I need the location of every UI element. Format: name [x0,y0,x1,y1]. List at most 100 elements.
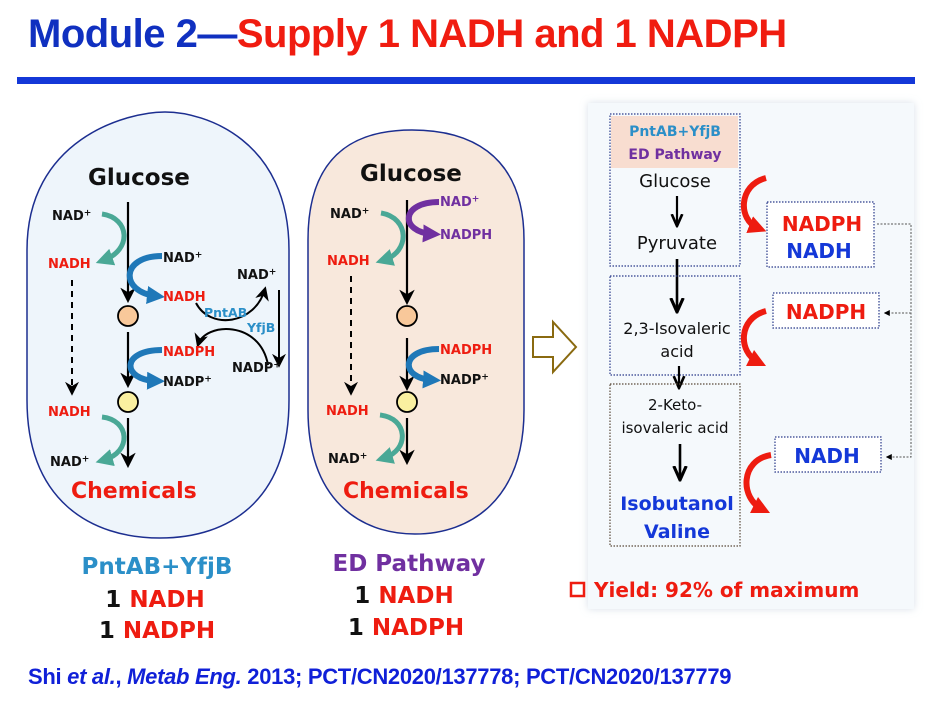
caption-line-nadph: 1 NADPH [99,618,215,644]
cofactor-nadph: NADPH [786,300,866,324]
connector-line [877,223,912,460]
caption-count: 1 [105,587,121,613]
label-nad: NAD+ [440,194,479,210]
intermediate-orange [117,305,139,327]
step-keto-acid: isovaleric acid [621,419,728,437]
header-highlight [611,116,738,168]
cofactor-box-3 [774,436,882,473]
cell-outline [307,129,525,535]
label-nad: NAD+ [330,206,369,222]
label-nad: NAD+ [328,451,367,467]
intermediate-yellow [117,391,139,413]
module-box-3 [609,383,741,547]
header-ed: ED Pathway [628,147,721,163]
title-module: Module 2 [28,12,198,56]
step-keto: 2-Keto- [648,396,702,414]
intermediate-orange [396,305,418,327]
red-cofactor-arrow [741,175,767,233]
pntab-arc [195,286,269,322]
yfjb-arc [194,328,269,366]
step-pyruvate: Pyruvate [637,233,717,254]
red-cofactor-arrow [743,452,772,514]
label-nadp: NADP+ [440,372,489,388]
module-box-2 [609,275,741,376]
label-nad: NAD+ [237,267,276,283]
blue-arrow [127,347,165,390]
label-nad: NAD+ [50,454,89,470]
step-isovaleric: 2,3-Isovaleric [623,319,730,338]
label-pntab: PntAB [204,305,247,320]
caption-cofactor: NADPH [372,615,464,641]
caption-count: 1 [348,615,364,641]
blue-arrow [405,346,441,389]
caption-line-nadph: 1 NADPH [348,615,464,641]
teal-arrow [375,412,405,464]
citation-author: Shi [28,664,68,689]
label-nadp: NADP+ [163,374,212,390]
label-nadh: NADH [48,405,91,420]
caption-ed-pathway: ED Pathway [333,551,486,577]
product-isobutanol: Isobutanol [620,493,734,515]
label-nadh: NADH [326,404,369,419]
cofactor-box-1 [766,201,875,268]
teal-arrow [95,414,127,466]
step-isovaleric-acid: acid [660,342,693,361]
label-yfjb: YfjB [246,320,275,335]
title-underline [17,77,915,84]
label-nadp: NADP+ [232,360,281,376]
yield-text: Yield: 92% of maximum [593,578,859,602]
caption-cofactor: NADPH [123,618,215,644]
citation-rest: 2013; PCT/CN2020/137778; PCT/CN2020/1377… [241,664,732,689]
citation: Shi et al., Metab Eng. 2013; PCT/CN2020/… [28,664,732,690]
citation-journal: Metab Eng. [127,664,242,689]
cell-pntab-yfjb: Glucose NAD+ NADH NAD+ NADH NAD+ PntAB Y… [26,111,290,539]
label-nadph: NADPH [440,228,492,243]
label-chemicals: Chemicals [343,479,469,504]
caption-count: 1 [99,618,115,644]
slide-title: Module 2—Supply 1 NADH and 1 NADPH [28,12,787,57]
label-nad: NAD+ [52,208,91,224]
caption-cofactor: NADH [378,583,453,609]
citation-sep: , [115,664,128,689]
cofactor-nadh: NADH [794,444,860,468]
caption-count: 1 [354,583,370,609]
caption-pntab-yfjb: PntAB+YfjB [82,554,233,580]
cofactor-box-2 [772,292,880,329]
label-nadph: NADPH [440,343,492,358]
label-nadph: NADPH [163,345,215,360]
title-subject: Supply 1 NADH and 1 NADPH [236,12,787,56]
label-glucose: Glucose [360,161,462,187]
caption-line-nadh: 1 NADH [105,587,204,613]
intermediate-yellow [396,391,418,413]
header-pntab: PntAB+YfjB [629,124,721,140]
step-glucose: Glucose [639,171,711,192]
cofactor-nadph: NADPH [782,212,862,236]
blue-arrow [126,253,165,304]
checkbox-icon [569,581,586,598]
cell-outline [26,111,290,539]
label-nad: NAD+ [163,250,202,266]
block-arrow-icon [532,319,578,375]
label-glucose: Glucose [88,165,190,191]
caption-line-nadh: 1 NADH [354,583,453,609]
label-nadh: NADH [163,290,206,305]
pathway-panel: PntAB+YfjB ED Pathway Glucose Pyruvate 2… [569,103,914,609]
label-chemicals: Chemicals [71,479,197,504]
teal-arrow [95,211,127,266]
caption-cofactor: NADH [129,587,204,613]
cofactor-nadh: NADH [786,239,852,263]
title-dash: — [197,12,237,56]
red-cofactor-arrow [741,308,767,367]
cell-ed-pathway: Glucose NAD+ NADPH NAD+ NADH NADPH NADP+… [307,129,525,535]
label-nadh: NADH [48,257,91,272]
teal-arrow [375,210,406,266]
purple-arrow [405,199,441,243]
product-valine: Valine [644,521,710,543]
citation-etal: et al. [67,664,116,689]
label-nadh: NADH [327,254,370,269]
